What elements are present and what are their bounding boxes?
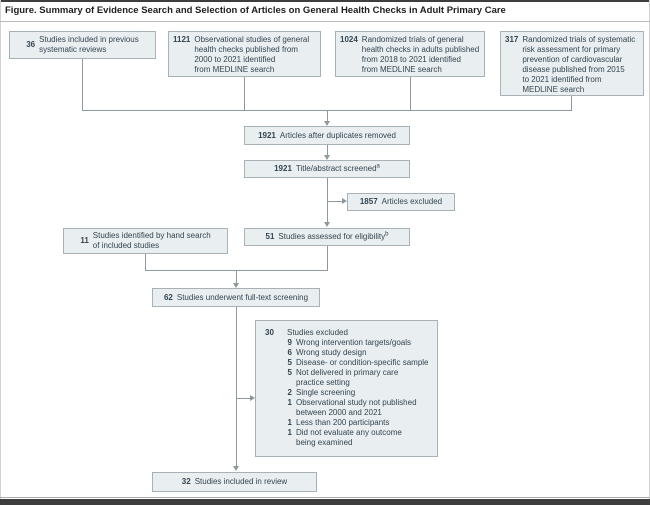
arrowhead-down-icon: [324, 222, 330, 227]
reason-count: 6: [287, 348, 292, 357]
reason-count: 5: [287, 368, 292, 377]
count-full-text: 62: [163, 292, 173, 302]
top-rule: [0, 0, 650, 2]
arrowhead-down-icon: [324, 155, 330, 160]
count-title-abstract: 1921: [274, 164, 292, 173]
count-rct-health-checks: 1024: [340, 35, 358, 44]
arrowhead-right-icon: [342, 198, 347, 204]
reason-label: Less than 200 participants: [296, 418, 390, 427]
connector-line: [571, 96, 572, 111]
connector-line: [327, 110, 328, 121]
connector-line: [236, 307, 237, 466]
count-rct-risk: 317: [505, 35, 519, 44]
title-divider: [0, 21, 650, 22]
label-title-abstract: Title/abstract screeneda: [295, 163, 380, 173]
count-assessed-eligibility: 51: [265, 232, 275, 241]
arrowhead-down-icon: [233, 283, 239, 288]
label-included-review: Studies included in review: [194, 477, 288, 486]
connector-line: [145, 254, 146, 271]
reason-count: 5: [287, 358, 292, 367]
reason-count: 2: [287, 388, 292, 397]
connector-line: [236, 398, 250, 399]
excluded-reason-row: 9 Wrong intervention targets/goals: [265, 338, 437, 348]
arrowhead-right-icon: [250, 395, 255, 401]
connector-line: [327, 178, 328, 222]
excluded-header-row: 30 Studies excluded: [265, 328, 437, 338]
footnote-marker-b: b: [385, 231, 389, 238]
footnote-marker-a: a: [376, 163, 380, 170]
box-full-text-screening: 62 Studies underwent full-text screening: [152, 288, 320, 307]
connector-line: [327, 246, 328, 271]
count-duplicates-removed: 1921: [258, 130, 276, 140]
arrowhead-down-icon: [233, 466, 239, 471]
box-duplicates-removed: 1921 Articles after duplicates removed: [244, 126, 410, 145]
label-full-text: Studies underwent full-text screening: [176, 292, 309, 302]
count-previous-reviews: 36: [26, 40, 36, 49]
connector-line: [244, 77, 245, 111]
box-studies-excluded-detail: 30 Studies excluded 9 Wrong intervention…: [255, 320, 438, 457]
box-title-abstract-screened: 1921 Title/abstract screeneda: [244, 160, 410, 178]
label-duplicates-removed: Articles after duplicates removed: [279, 130, 396, 140]
connector-line: [410, 77, 411, 111]
excluded-reason-row: 1 Less than 200 participants: [265, 418, 437, 428]
count-observational: 1121: [173, 35, 191, 44]
left-border: [0, 0, 1, 505]
excluded-reason-row: 2 Single screening: [265, 388, 437, 398]
reason-count: 1: [287, 418, 292, 427]
connector-line: [327, 145, 328, 155]
count-included-review: 32: [181, 477, 191, 486]
reason-label: Wrong study design: [296, 348, 367, 357]
box-included-in-review: 32 Studies included in review: [152, 472, 317, 492]
connector-line: [236, 270, 237, 283]
figure-title: Figure. Summary of Evidence Search and S…: [5, 5, 506, 16]
connector-line: [327, 201, 342, 202]
reason-label: Wrong intervention targets/goals: [296, 338, 412, 347]
count-hand-search: 11: [80, 236, 89, 245]
label-assessed-eligibility: Studies assessed for eligibilityb: [278, 231, 389, 241]
label-articles-excluded: Articles excluded: [381, 197, 443, 206]
label-studies-excluded: Studies excluded: [287, 328, 348, 337]
excluded-reason-row: 6 Wrong study design: [265, 348, 437, 358]
bottom-rule-thick: [0, 499, 650, 505]
count-articles-excluded: 1857: [359, 197, 378, 206]
reason-count: 1: [287, 428, 292, 437]
reason-label: Single screening: [296, 388, 356, 397]
box-assessed-eligibility: 51 Studies assessed for eligibilityb: [244, 228, 410, 246]
reason-label: Disease- or condition-specific sample: [296, 358, 429, 367]
reason-count: 9: [287, 338, 292, 347]
arrowhead-down-icon: [324, 121, 330, 126]
box-articles-excluded: 1857 Articles excluded: [347, 193, 455, 211]
bottom-rule-thin: [0, 497, 650, 498]
reason-count: 1: [287, 398, 292, 407]
count-studies-excluded: 30: [265, 328, 274, 337]
connector-line: [82, 59, 83, 111]
excluded-reason-row: 5 Disease- or condition-specific sample: [265, 358, 437, 368]
